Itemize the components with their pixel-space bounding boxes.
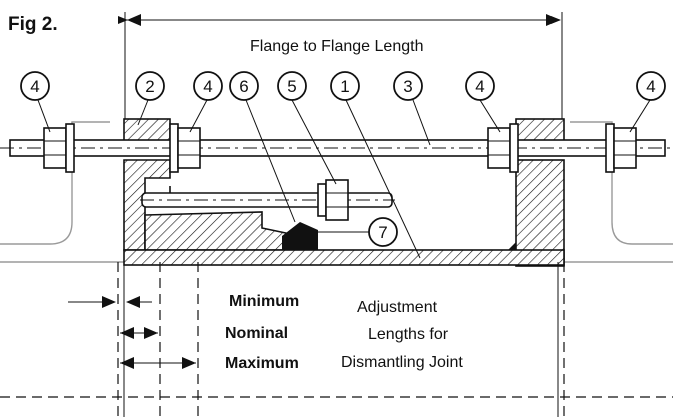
callout-4-right: 4 <box>465 71 495 101</box>
nut-far-left <box>43 123 75 173</box>
callout-4-text: 4 <box>475 77 484 96</box>
callout-5: 5 <box>277 71 307 101</box>
nut-left-inner <box>169 123 201 173</box>
gland-ring <box>144 211 301 251</box>
right-flange-body <box>515 159 565 267</box>
callout-6: 6 <box>229 71 259 101</box>
callout-leaders <box>37 99 651 259</box>
callout-1-text: 1 <box>340 77 349 96</box>
gasket <box>282 222 318 250</box>
callout-4-text: 4 <box>646 77 655 96</box>
tie-rod <box>0 139 673 157</box>
stud-nut <box>317 179 349 221</box>
nut-far-right <box>605 123 637 173</box>
weld-fillet <box>508 242 516 250</box>
maximum-arrows <box>120 357 196 369</box>
callout-2-text: 2 <box>145 77 154 96</box>
adjustment-caption-line2: Lengths for <box>368 326 449 343</box>
callout-1: 1 <box>330 71 360 101</box>
maximum-label: Maximum <box>225 355 299 372</box>
nominal-label: Nominal <box>225 325 288 342</box>
callout-7: 7 <box>368 217 398 247</box>
flange-length-label: Flange to Flange Length <box>250 38 423 55</box>
callout-4-far-left: 4 <box>20 71 50 101</box>
callout-4-far-right: 4 <box>636 71 666 101</box>
callout-4-text: 4 <box>203 77 212 96</box>
overall-dimension: Flange to Flange Length <box>118 12 563 120</box>
callout-7-text: 7 <box>378 223 387 242</box>
right-flange-top <box>515 118 565 144</box>
joint-body <box>123 118 565 267</box>
tie-rod-nuts <box>43 123 637 221</box>
callout-4-text: 4 <box>30 77 39 96</box>
adjustment-reference-lines <box>0 262 673 417</box>
callout-2: 2 <box>135 71 165 101</box>
minimum-arrows <box>68 296 152 308</box>
figure-label: Fig 2. <box>8 14 58 35</box>
spigot-pipe-wall <box>123 249 565 266</box>
callout-5-text: 5 <box>287 77 296 96</box>
adjustment-caption-line3: Dismantling Joint <box>341 354 463 371</box>
minimum-label: Minimum <box>229 293 299 310</box>
nominal-arrows <box>120 327 158 339</box>
callout-6-text: 6 <box>239 77 248 96</box>
nut-right-inner <box>487 123 519 173</box>
callout-4-left: 4 <box>193 71 223 101</box>
callout-3-text: 3 <box>403 77 412 96</box>
adjustment-caption-line1: Adjustment <box>357 299 438 316</box>
callout-3: 3 <box>393 71 423 101</box>
stud-bolt <box>140 192 395 208</box>
